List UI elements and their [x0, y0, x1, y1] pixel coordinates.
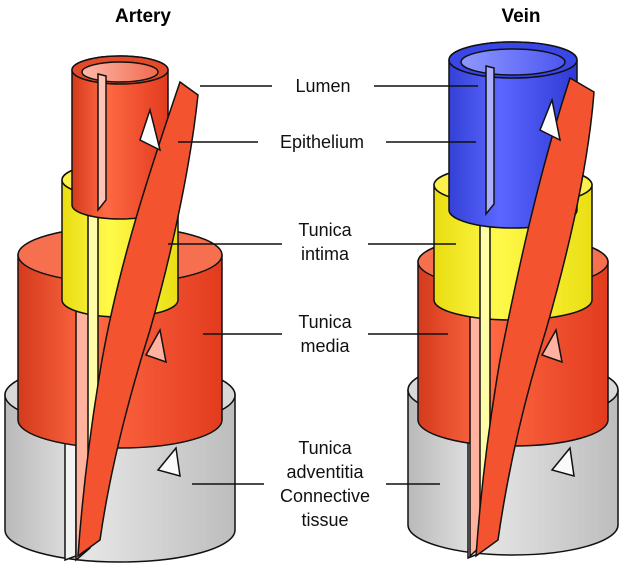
label-tunica-media-line1: Tunica [250, 310, 400, 334]
vein-title: Vein [461, 6, 581, 28]
label-adventitia-line1: Tunica [250, 436, 400, 460]
artery-title: Artery [83, 6, 203, 28]
label-tunica-media-line2: media [250, 334, 400, 358]
label-tunica-intima-line2: intima [250, 242, 400, 266]
label-lumen: Lumen [248, 74, 398, 98]
label-adventitia-line3: Connective [250, 484, 400, 508]
vein-vessel [408, 42, 618, 558]
artery-vessel [5, 56, 235, 562]
label-epithelium: Epithelium [247, 130, 397, 154]
label-tunica-intima: Tunica intima [250, 218, 400, 266]
label-tunica-media: Tunica media [250, 310, 400, 358]
label-adventitia-line2: adventitia [250, 460, 400, 484]
label-tunica-adventitia: Tunica adventitia Connective tissue [250, 436, 400, 532]
label-epithelium-text: Epithelium [247, 130, 397, 154]
label-tunica-intima-line1: Tunica [250, 218, 400, 242]
label-adventitia-line4: tissue [250, 508, 400, 532]
label-lumen-text: Lumen [248, 74, 398, 98]
